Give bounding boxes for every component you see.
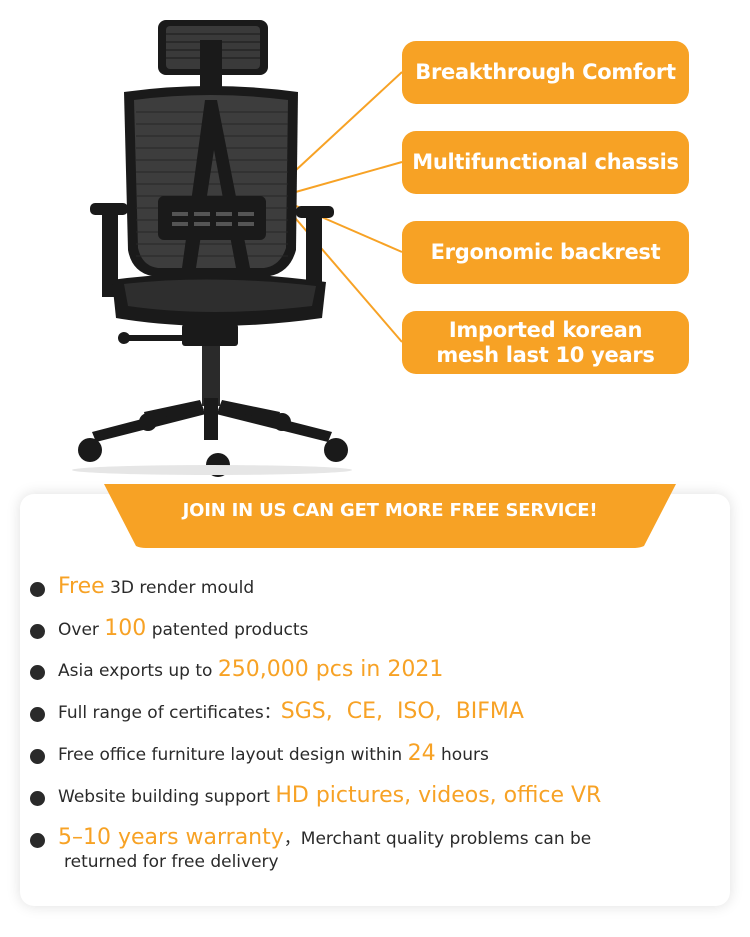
- callout-imported-mesh-line2: mesh last 10 years: [436, 342, 655, 367]
- bullet-dot-icon: [30, 582, 45, 597]
- feature-highlight: 100: [104, 616, 147, 641]
- feature-text-after: patented products: [146, 620, 309, 640]
- feature-text: ，Merchant quality problems can be: [283, 829, 592, 849]
- bullet-dot-icon: [30, 833, 45, 848]
- feature-highlight: 24: [407, 741, 436, 766]
- callout-multifunctional-chassis: Multifunctional chassis: [402, 131, 689, 194]
- bullet-dot-icon: [30, 791, 45, 806]
- service-banner: JOIN IN US CAN GET MORE FREE SERVICE!: [104, 484, 676, 548]
- feature-text-after: hours: [435, 745, 489, 765]
- banner-ribbon-shape: [104, 484, 676, 548]
- bullet-dot-icon: [30, 665, 45, 680]
- feature-text: 3D render mould: [104, 578, 255, 598]
- callout-ergonomic-backrest: Ergonomic backrest: [402, 221, 689, 284]
- feature-text: Free office furniture layout design with…: [58, 745, 408, 765]
- feature-highlight: 5–10 years warranty: [58, 825, 284, 850]
- feature-text: Full range of certificates：: [58, 703, 281, 723]
- service-card: [20, 494, 730, 906]
- hero-section: Breakthrough Comfort Multifunctional cha…: [72, 20, 689, 477]
- feature-text: Website building support: [58, 787, 276, 807]
- bullet-dot-icon: [30, 624, 45, 639]
- bullet-dot-icon: [30, 707, 45, 722]
- feature-highlight: Free: [58, 574, 105, 599]
- feature-highlight: SGS, CE, ISO, BIFMA: [280, 699, 524, 724]
- callout-leader-lines: [281, 71, 403, 343]
- feature-highlight: 250,000 pcs in 2021: [217, 657, 444, 682]
- feature-text: Asia exports up to: [58, 661, 218, 681]
- feature-highlight: HD pictures, videos, office VR: [275, 783, 602, 808]
- bullet-dot-icon: [30, 749, 45, 764]
- feature-text-line2: returned for free delivery: [64, 852, 279, 872]
- feature-text: Over: [58, 620, 105, 640]
- callout-imported-mesh: Imported korean mesh last 10 years: [402, 311, 689, 374]
- callout-breakthrough-comfort: Breakthrough Comfort: [402, 41, 689, 104]
- banner-title: JOIN IN US CAN GET MORE FREE SERVICE!: [182, 500, 598, 521]
- callout-imported-mesh-line1: Imported korean: [448, 317, 643, 342]
- office-chair-image: [72, 20, 403, 477]
